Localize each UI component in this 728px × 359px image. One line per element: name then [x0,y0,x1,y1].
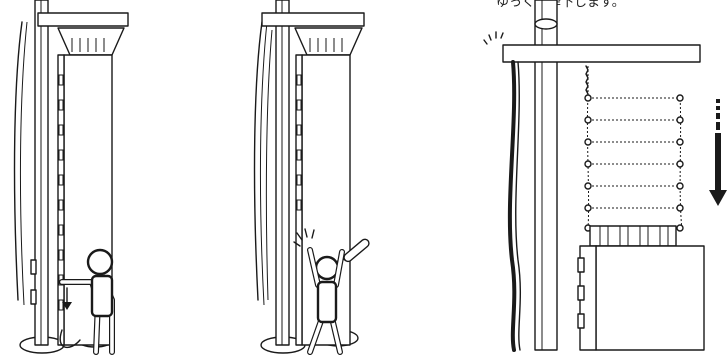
ladder-housing-top [295,28,362,55]
ladder-housing [578,226,704,350]
panel-3-ladder-descends [484,0,727,350]
crossarm [262,13,364,26]
cable [15,22,22,300]
descend-arrow-icon [709,99,727,206]
cable [255,22,262,300]
rope-ladder [585,66,683,231]
ladder-housing-top [58,28,124,55]
panel-1-pull-cord [15,0,128,353]
vibration-marks-icon [484,32,503,44]
crossarm [38,13,128,26]
crossarm [503,45,700,62]
panel-2-release-clamp [255,0,371,353]
